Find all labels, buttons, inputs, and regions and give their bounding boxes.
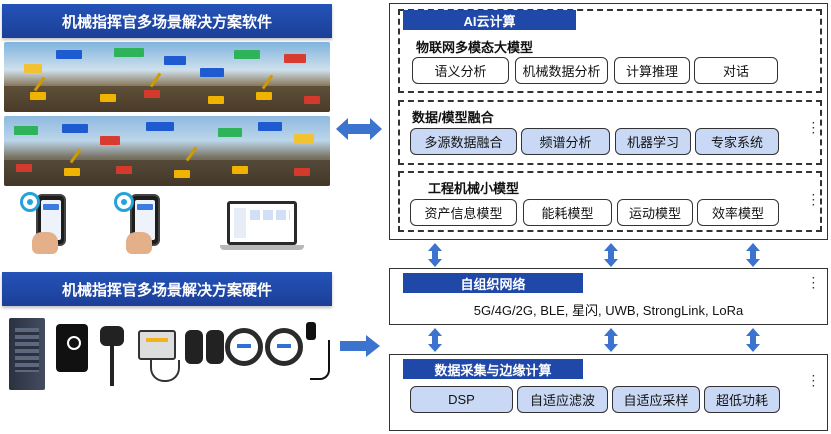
more-dots-icon: ··· [812, 371, 816, 392]
mining-scene-photo [4, 116, 330, 186]
tag-device [206, 330, 224, 364]
efficiency-model-pill: 效率模型 [697, 199, 779, 226]
terminal-box-device [56, 324, 88, 372]
app-logo-icon [20, 192, 40, 212]
vertical-bidirectional-arrow-icon [428, 328, 442, 352]
adaptive-filtering-pill: 自适应滤波 [517, 386, 608, 413]
edge-cabinet-device [9, 318, 45, 390]
network-title: 自组织网络 [403, 273, 583, 293]
machine-data-analysis-pill: 机械数据分析 [515, 57, 608, 84]
round-sensor-device [225, 328, 263, 366]
semantic-analysis-pill: 语义分析 [412, 57, 509, 84]
right-arrow-icon [340, 335, 380, 357]
edge-computing-title: 数据采集与边缘计算 [403, 359, 583, 379]
vertical-bidirectional-arrow-icon [604, 243, 618, 267]
probe-wire [310, 340, 330, 380]
gateway-cable [150, 360, 180, 382]
multi-source-fusion-pill: 多源数据融合 [410, 128, 517, 155]
more-dots-icon: ··· [812, 273, 816, 294]
computation-inference-pill: 计算推理 [614, 57, 690, 84]
vertical-bidirectional-arrow-icon [428, 243, 442, 267]
probe-sensor-device [306, 322, 316, 340]
construction-scene-photo [4, 42, 330, 112]
motion-model-pill: 运动模型 [617, 199, 693, 226]
round-sensor-device [265, 328, 303, 366]
dialogue-pill: 对话 [694, 57, 778, 84]
vertical-bidirectional-arrow-icon [746, 328, 760, 352]
dsp-pill: DSP [410, 386, 513, 413]
hand-1 [32, 232, 58, 254]
antenna-pole [110, 346, 114, 386]
expert-system-pill: 专家系统 [695, 128, 779, 155]
bidirectional-arrow-icon [336, 118, 382, 140]
ultra-low-power-pill: 超低功耗 [704, 386, 780, 413]
gateway-device [138, 330, 176, 360]
iot-model-title: 物联网多模态大模型 [416, 40, 534, 55]
more-dots-icon: ··· [812, 190, 816, 211]
hardware-banner: 机械指挥官多场景解决方案硬件 [2, 272, 332, 306]
laptop-base [220, 245, 304, 250]
laptop-dashboard [227, 201, 297, 245]
adaptive-sampling-pill: 自适应采样 [612, 386, 700, 413]
network-protocols: 5G/4G/2G, BLE, 星闪, UWB, StrongLink, LoRa [473, 303, 744, 318]
more-dots-icon: ··· [812, 118, 816, 139]
energy-model-pill: 能耗模型 [523, 199, 612, 226]
asset-info-model-pill: 资产信息模型 [410, 199, 517, 226]
hand-2 [126, 232, 152, 254]
ai-cloud-title: AI云计算 [403, 10, 576, 30]
small-model-title: 工程机械小模型 [428, 181, 520, 196]
antenna-device [100, 326, 124, 346]
fusion-title: 数据/模型融合 [412, 110, 494, 125]
app-logo-icon [114, 192, 134, 212]
vertical-bidirectional-arrow-icon [746, 243, 760, 267]
tag-device [185, 330, 203, 364]
software-banner: 机械指挥官多场景解决方案软件 [2, 4, 332, 38]
machine-learning-pill: 机器学习 [615, 128, 691, 155]
spectrum-analysis-pill: 频谱分析 [521, 128, 610, 155]
vertical-bidirectional-arrow-icon [604, 328, 618, 352]
